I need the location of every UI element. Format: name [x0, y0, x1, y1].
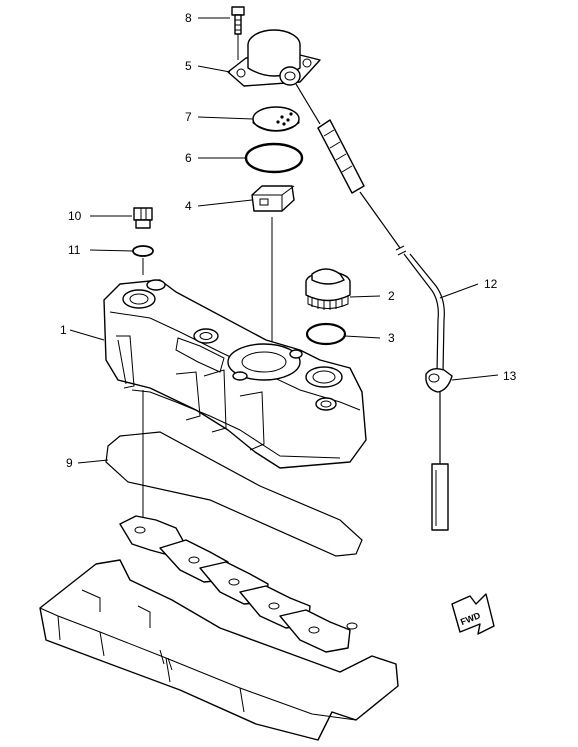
part-6-o-ring	[244, 142, 304, 174]
part-4-block	[251, 185, 295, 343]
callout-1: 1	[60, 323, 67, 337]
callout-11: 11	[68, 243, 81, 257]
part-5-breather-housing	[227, 29, 321, 87]
part-13-clip	[425, 367, 453, 393]
part-1-cylinder-head-cover	[103, 279, 367, 469]
part-3-o-ring	[305, 322, 347, 346]
callout-4: 4	[185, 199, 192, 213]
part-2-oil-filler-cap	[305, 268, 351, 310]
callout-5: 5	[185, 59, 192, 73]
callout-7: 7	[185, 110, 192, 124]
rocker-arm-assembly	[119, 515, 358, 653]
part-7-plate	[252, 106, 300, 132]
part-10-plug	[133, 207, 153, 229]
part-12-breather-hose	[295, 83, 449, 531]
forward-arrow-icon: FWD	[451, 593, 495, 635]
part-11-washer	[132, 245, 154, 275]
callout-8: 8	[185, 11, 192, 25]
callouts: 8 5 7 6 4 10 11 1 2 3 12 13 9	[60, 11, 517, 470]
callout-3: 3	[388, 331, 395, 345]
callout-10: 10	[68, 209, 82, 223]
callout-9: 9	[66, 456, 73, 470]
callout-12: 12	[484, 277, 498, 291]
callout-2: 2	[388, 289, 395, 303]
callout-13: 13	[503, 369, 517, 383]
part-9-gasket	[105, 390, 363, 557]
callout-6: 6	[185, 151, 192, 165]
cylinder-head-block	[39, 559, 399, 741]
part-8-bolt	[231, 6, 245, 60]
